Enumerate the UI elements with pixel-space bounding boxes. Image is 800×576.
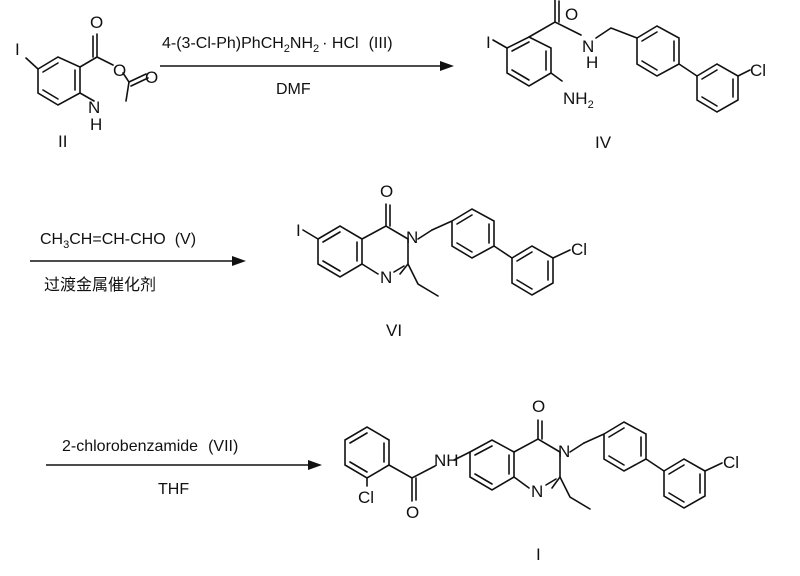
- n3-nitrogen-atom: N: [558, 442, 570, 461]
- reagent-iii: 4-(3-Cl-Ph)PhCH2NH2· HCl(III): [162, 35, 393, 55]
- amide-hydrogen-atom: H: [586, 53, 598, 72]
- compound-iv-label: IV: [595, 133, 612, 152]
- amide-nh-group: NH: [434, 451, 459, 470]
- step-3: 2-chlorobenzamide(VII) THF: [46, 438, 322, 498]
- ring-oxygen-atom: O: [113, 61, 126, 80]
- chloro-atom: Cl: [571, 240, 587, 259]
- nh-nitrogen-atom: N: [88, 98, 100, 117]
- amide-nitrogen-atom: N: [582, 37, 594, 56]
- chloro-atom: Cl: [723, 453, 739, 472]
- iodo-atom: I: [296, 221, 301, 240]
- carbonyl-oxygen-atom: O: [380, 182, 393, 201]
- nh-hydrogen-atom: H: [90, 115, 102, 134]
- iodo-atom: I: [15, 40, 20, 59]
- carbonyl-oxygen-atom: O: [565, 5, 578, 24]
- reagent-v: CH3CH=CH-CHO(V): [40, 231, 196, 251]
- compound-ii: I O O O N H II: [15, 13, 158, 151]
- compound-vi-label: VI: [386, 321, 402, 340]
- carbonyl-oxygen-atom: O: [90, 13, 103, 32]
- carbonyl-oxygen-atom-2: O: [145, 68, 158, 87]
- step-2: CH3CH=CH-CHO(V) 过渡金属催化剂: [30, 231, 246, 294]
- step-1: 4-(3-Cl-Ph)PhCH2NH2· HCl(III) DMF: [160, 35, 454, 98]
- condition-thf: THF: [158, 481, 189, 498]
- benzamide-chloro-atom: Cl: [358, 488, 374, 507]
- reaction-arrow-3-head: [308, 460, 322, 470]
- n1-nitrogen-atom: N: [531, 482, 543, 501]
- compound-vi: I O N N Cl VI: [296, 182, 587, 340]
- chloro-atom: Cl: [750, 61, 766, 80]
- amino-group: NH2: [563, 89, 594, 111]
- compound-ii-label: II: [58, 132, 67, 151]
- reaction-arrow-2-head: [232, 256, 246, 266]
- iodo-atom: I: [486, 33, 491, 52]
- reaction-arrow-1-head: [440, 61, 454, 71]
- condition-dmf: DMF: [276, 81, 311, 98]
- compound-i-label: I: [536, 545, 541, 564]
- n3-nitrogen-atom: N: [406, 228, 418, 247]
- amide-oxygen-atom: O: [406, 503, 419, 522]
- carbonyl-oxygen-atom: O: [532, 397, 545, 416]
- compound-i: Cl O NH O N N Cl I: [344, 397, 739, 564]
- compound-iv: I O N H NH2 Cl IV: [486, 0, 766, 152]
- condition-catalyst: 过渡金属催化剂: [44, 275, 156, 294]
- reagent-vii: 2-chlorobenzamide(VII): [62, 438, 238, 455]
- n1-nitrogen-atom: N: [380, 268, 392, 287]
